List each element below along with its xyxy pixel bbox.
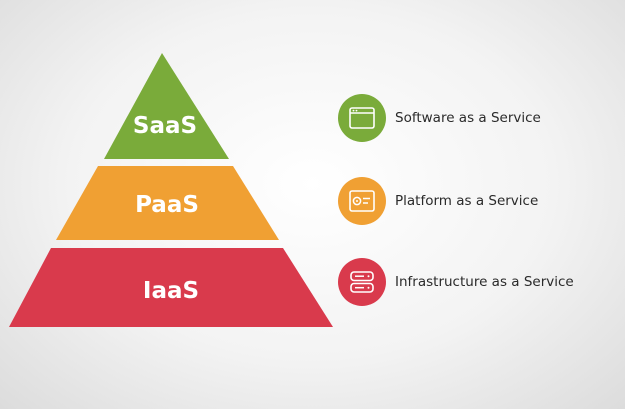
legend-item-saas: Software as a Service (338, 94, 541, 142)
pyramid-tier-saas: SaaS (104, 53, 229, 159)
pyramid-tier-paas: PaaS (56, 166, 279, 240)
saas-tier-label: SaaS (133, 113, 197, 139)
iaas-tier-label: IaaS (143, 278, 199, 304)
server-stack-icon (338, 258, 386, 306)
browser-window-icon (338, 94, 386, 142)
pyramid-tier-iaas: IaaS (9, 248, 333, 327)
iaas-tier-shape (9, 248, 333, 327)
paas-tier-shape (56, 166, 279, 240)
platform-card-icon (338, 177, 386, 225)
iaas-description: Infrastructure as a Service (395, 274, 574, 290)
legend-item-paas: Platform as a Service (338, 177, 538, 225)
paas-description: Platform as a Service (395, 193, 539, 209)
saas-description: Software as a Service (395, 110, 541, 126)
paas-tier-label: PaaS (135, 192, 199, 218)
legend-item-iaas: Infrastructure as a Service (338, 258, 574, 306)
saas-tier-shape (104, 53, 229, 159)
